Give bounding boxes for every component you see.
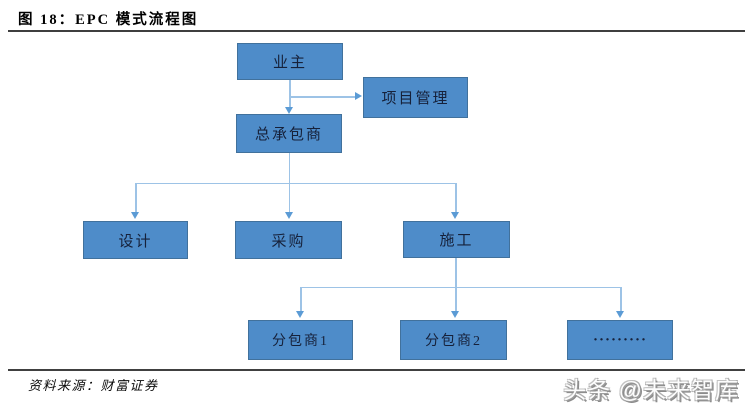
connector-construction-sub2 <box>455 287 457 312</box>
connector-construction-sub1 <box>300 287 302 312</box>
node-subcontractor-2-label: 分包商2 <box>425 334 482 349</box>
connector-construction-branch <box>300 286 620 288</box>
connector-gc-procurement <box>288 183 290 213</box>
arrowhead-construction-sub1 <box>296 311 304 318</box>
connector-gc-stem <box>288 153 290 183</box>
arrowhead-gc-procurement <box>284 212 293 219</box>
arrowhead-owner-pm <box>355 92 362 100</box>
connector-owner-pm <box>290 96 356 98</box>
connector-gc-construction <box>455 183 457 213</box>
connector-gc-branch <box>135 182 455 184</box>
node-subcontractor-1-label: 分包商1 <box>272 334 329 349</box>
connector-owner-gc <box>289 80 291 108</box>
title-divider <box>8 30 745 32</box>
node-general-contractor-label: 总承包商 <box>254 127 323 143</box>
arrowhead-gc-design <box>131 212 139 219</box>
arrowhead-construction-sub2 <box>451 311 459 318</box>
node-more-subcontractors-label: ········· <box>592 331 648 348</box>
node-owner: 业主 <box>237 43 343 80</box>
source-label: 资料来源：财富证券 <box>28 378 159 393</box>
node-project-management: 项目管理 <box>363 77 468 118</box>
footer-divider <box>8 369 745 371</box>
arrowhead-construction-more <box>616 311 624 318</box>
figure-title: 图 18：EPC 模式流程图 <box>18 12 199 28</box>
connector-construction-stem <box>455 258 457 287</box>
node-subcontractor-1: 分包商1 <box>248 320 353 360</box>
node-procurement: 采购 <box>235 221 342 259</box>
node-design: 设计 <box>83 221 188 259</box>
node-construction-label: 施工 <box>439 233 474 249</box>
node-project-management-label: 项目管理 <box>381 91 450 107</box>
arrowhead-owner-gc <box>285 107 293 114</box>
node-procurement-label: 采购 <box>271 233 306 250</box>
node-owner-label: 业主 <box>272 55 307 71</box>
node-construction: 施工 <box>403 221 510 258</box>
connector-construction-more <box>620 287 622 312</box>
node-design-label: 设计 <box>118 233 153 250</box>
arrowhead-gc-construction <box>451 212 459 219</box>
node-more-subcontractors: ········· <box>567 320 673 360</box>
node-subcontractor-2: 分包商2 <box>400 320 507 360</box>
watermark: 头条 @未来智库 <box>563 377 739 403</box>
node-general-contractor: 总承包商 <box>236 114 342 153</box>
connector-gc-design <box>135 183 137 213</box>
